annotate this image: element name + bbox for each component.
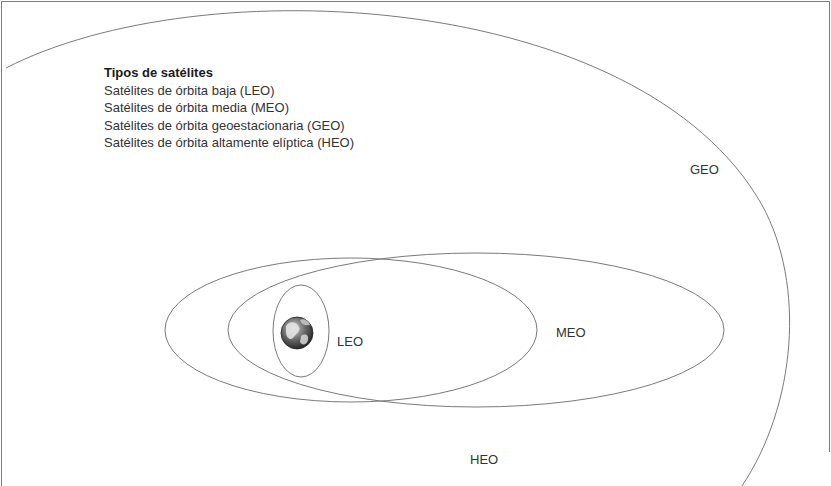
orbit-label: LEO bbox=[337, 334, 363, 350]
legend-line: Satélites de órbita baja (LEO) bbox=[104, 83, 275, 99]
orbit-label: MEO bbox=[556, 325, 586, 341]
orbit-label: HEO bbox=[470, 452, 498, 468]
legend-line: Satélites de órbita geoestacionaria (GEO… bbox=[104, 118, 345, 134]
orbit-ellipse bbox=[165, 258, 537, 402]
legend-line: Satélites de órbita altamente elíptica (… bbox=[104, 135, 354, 151]
legend-line: Satélites de órbita media (MEO) bbox=[104, 100, 289, 116]
earth-globe bbox=[281, 317, 313, 349]
geo-orbit bbox=[6, 11, 790, 486]
orbit-ellipse bbox=[228, 253, 724, 407]
leo-orbit bbox=[273, 285, 329, 377]
legend-heading: Tipos de satélites bbox=[104, 65, 213, 81]
orbit-label: GEO bbox=[690, 162, 719, 178]
